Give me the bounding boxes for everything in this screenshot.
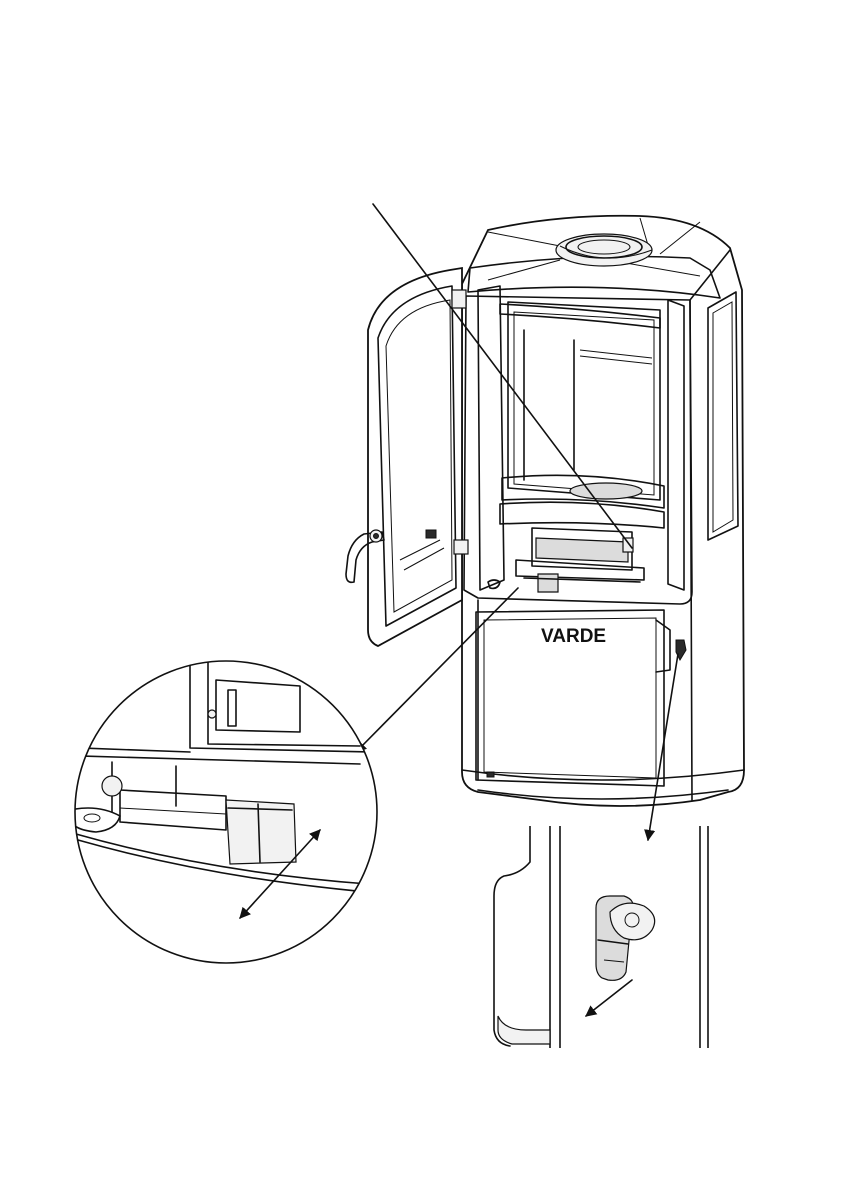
detail-inset (494, 826, 708, 1048)
brand-label: VARDE (541, 626, 606, 647)
detail-circle (70, 660, 377, 963)
leader-arrow (586, 980, 632, 1016)
